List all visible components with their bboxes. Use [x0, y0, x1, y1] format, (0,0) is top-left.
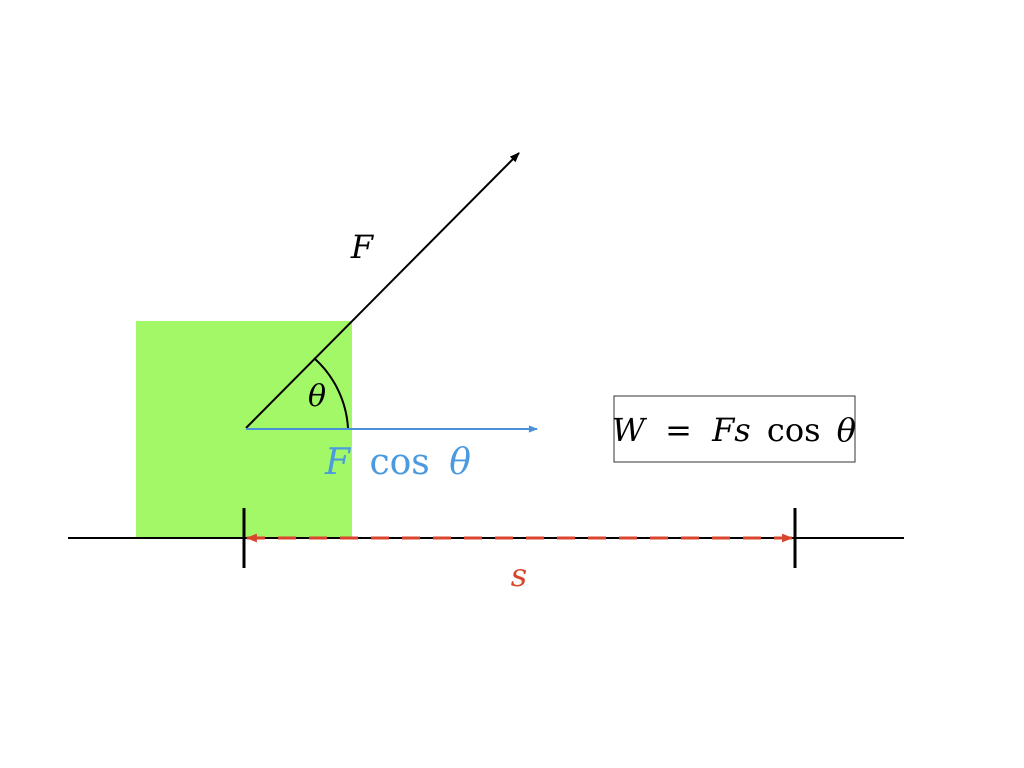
force-label: F [350, 228, 375, 266]
formula-lhs: W [612, 411, 648, 449]
formula-equals: = [665, 411, 692, 449]
formula-func: cos [767, 411, 821, 449]
angle-label: θ [308, 379, 326, 414]
force-arrow [245, 152, 520, 429]
component-label-func: cos [369, 442, 429, 483]
component-label-var: F [324, 442, 352, 483]
displacement-label: s [511, 556, 527, 594]
formula-product: Fs [711, 411, 751, 449]
component-label-angle: θ [449, 442, 471, 483]
angle-arc [313, 357, 349, 429]
component-label: F cos θ [324, 442, 471, 483]
formula-angle: θ [837, 411, 856, 449]
work-formula: W = Fs cos θ [612, 411, 856, 449]
formula-box [613, 395, 856, 463]
